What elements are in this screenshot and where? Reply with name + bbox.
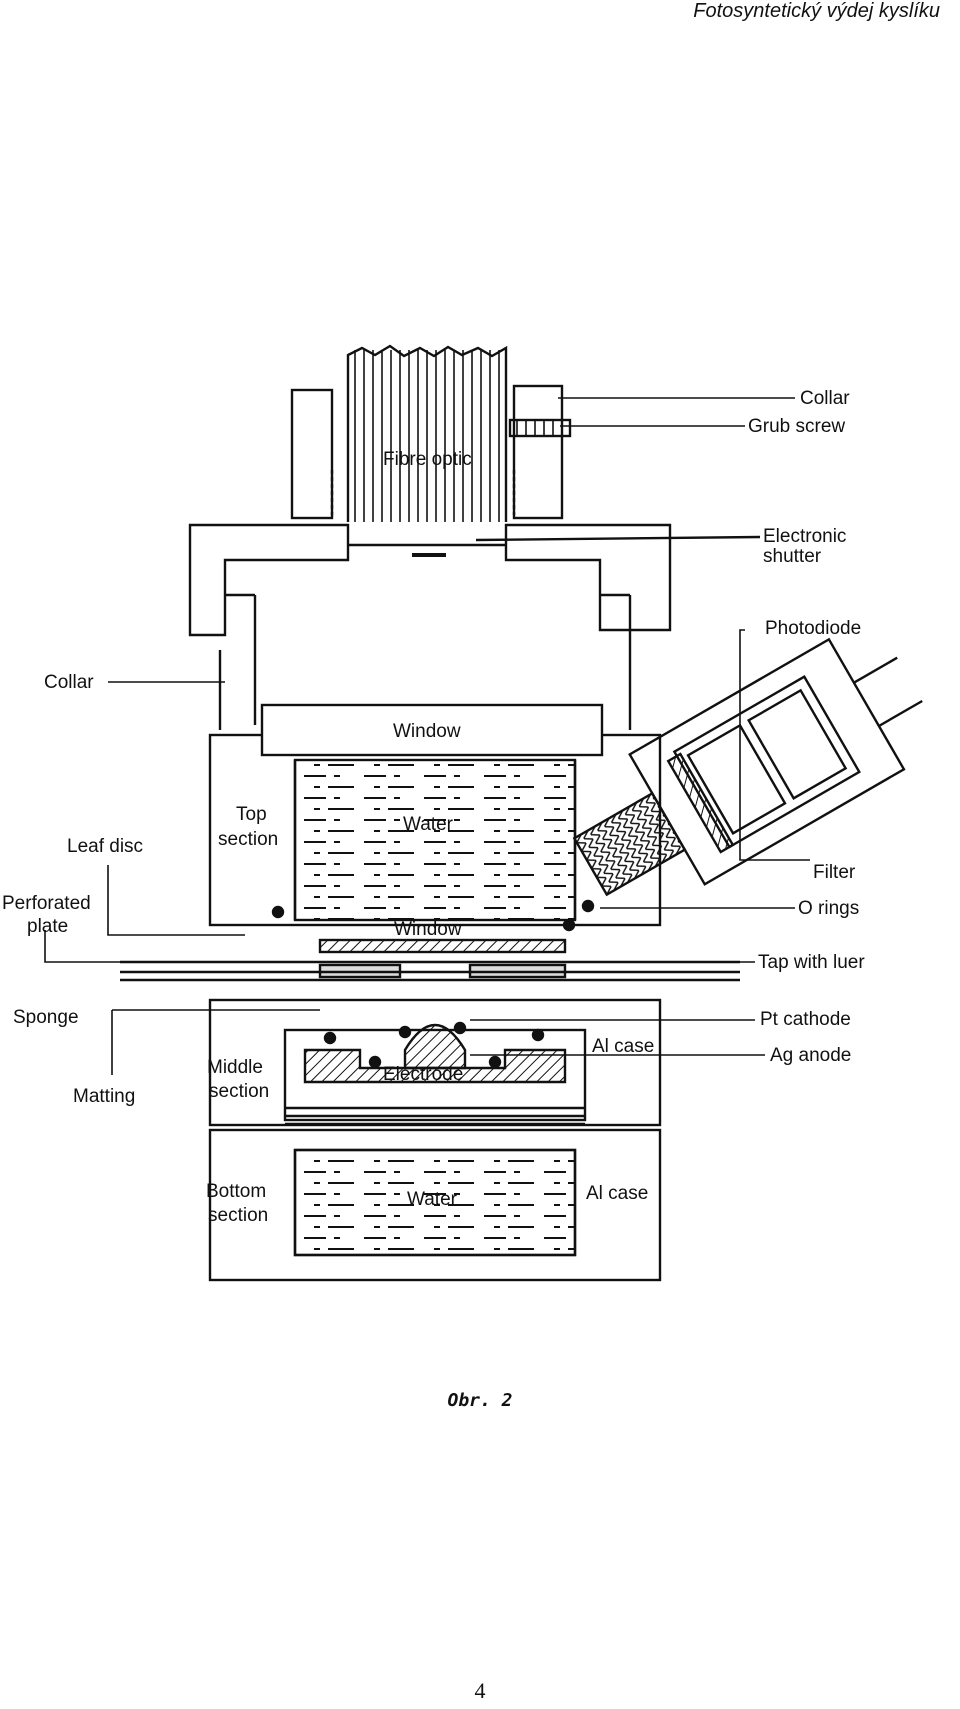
label-electrode: Electrode [383, 1064, 463, 1085]
label-plate: plate [27, 916, 68, 937]
page-number: 4 [474, 1678, 486, 1703]
label-matting: Matting [73, 1086, 135, 1107]
label-electronic: Electronic [763, 526, 846, 547]
label-top: Top [236, 804, 267, 825]
label-filter: Filter [813, 862, 856, 883]
label-leaf-disc: Leaf disc [67, 836, 143, 857]
label-section-mid: section [209, 1081, 269, 1102]
upper-collar [290, 384, 564, 520]
label-water-bottom: Water [407, 1189, 458, 1210]
figure-caption: Obr. 2 [447, 1390, 513, 1411]
label-photodiode: Photodiode [765, 618, 861, 639]
photodiode-assembly [572, 637, 923, 897]
label-middle: Middle [207, 1057, 263, 1078]
label-window-top: Window [393, 721, 461, 742]
label-ag-anode: Ag anode [770, 1045, 851, 1066]
label-perforated: Perforated [2, 893, 91, 914]
label-al-case-bottom: Al case [586, 1183, 648, 1204]
label-water-top: Water [403, 814, 454, 835]
label-o-rings: O rings [798, 898, 859, 919]
top-housing [188, 523, 761, 730]
leader-lines [44, 397, 810, 1075]
label-window-mid: Window [394, 919, 462, 940]
label-pt-cathode: Pt cathode [760, 1009, 851, 1030]
fibre-optic-bundle [346, 344, 508, 522]
bottom-section [208, 1128, 662, 1282]
grub-screw [508, 418, 572, 438]
label-collar-left: Collar [44, 672, 94, 693]
diagram-drawing [44, 344, 923, 1282]
label-collar-top: Collar [800, 388, 850, 409]
label-sponge: Sponge [13, 1007, 79, 1028]
label-al-case-mid: Al case [592, 1036, 654, 1057]
label-section-bottom: section [208, 1205, 268, 1226]
middle-section [208, 998, 662, 1127]
label-shutter: shutter [763, 546, 822, 567]
page-header: Fotosyntetický výdej kyslíku [693, 0, 940, 22]
label-bottom: Bottom [206, 1181, 266, 1202]
diagram-labels: Collar Grub screw Fibre optic Electronic… [2, 388, 865, 1226]
label-grub-screw: Grub screw [748, 416, 845, 437]
mid-window-layer [120, 899, 740, 982]
label-section-top: section [218, 829, 278, 850]
label-fibre-optic: Fibre optic [383, 449, 472, 470]
label-tap-with-luer: Tap with luer [758, 952, 865, 973]
